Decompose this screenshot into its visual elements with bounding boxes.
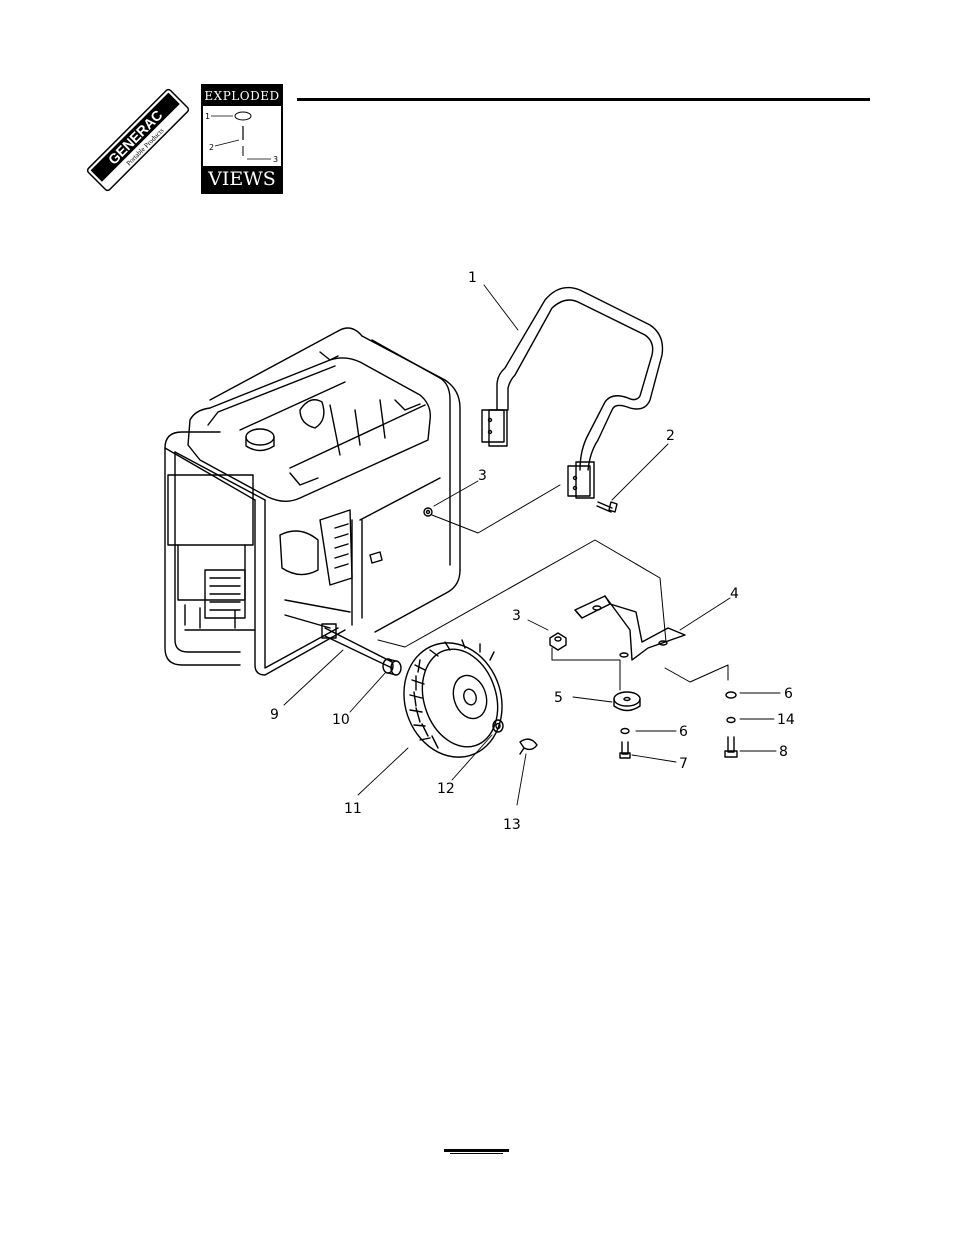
callout-2: 2: [666, 428, 675, 444]
washer: [726, 692, 736, 698]
callout-11: 11: [344, 801, 362, 817]
callout-8: 8: [779, 744, 788, 760]
washer: [621, 729, 629, 734]
bolt: [725, 737, 737, 757]
callout-12: 12: [437, 781, 455, 797]
callout-13: 13: [503, 817, 521, 833]
rubber-foot: [614, 692, 640, 711]
engine: [168, 475, 382, 630]
wheel: [389, 630, 516, 770]
generator-frame: [165, 328, 460, 675]
footer-bar: [444, 1149, 509, 1155]
nut: [550, 633, 566, 650]
callout-6-right: 6: [784, 686, 793, 702]
footer-bar-thin: [450, 1153, 503, 1154]
callout-3-frame: 3: [478, 468, 487, 484]
bracket: [575, 596, 685, 660]
callout-4: 4: [730, 586, 739, 602]
callout-7: 7: [679, 756, 688, 772]
callout-10: 10: [332, 712, 350, 728]
cotter-pin: [520, 739, 537, 754]
lock-washer: [727, 718, 735, 723]
screw: [620, 742, 630, 758]
bolt: [597, 502, 617, 512]
callout-1: 1: [468, 270, 477, 286]
callout-14: 14: [777, 712, 795, 728]
callout-6-left: 6: [679, 724, 688, 740]
nut: [424, 508, 432, 516]
callout-3-bracket: 3: [512, 608, 521, 624]
footer-bar-thick: [444, 1149, 509, 1152]
callout-5: 5: [554, 690, 563, 706]
handle: [482, 288, 663, 498]
callout-9: 9: [270, 707, 279, 723]
